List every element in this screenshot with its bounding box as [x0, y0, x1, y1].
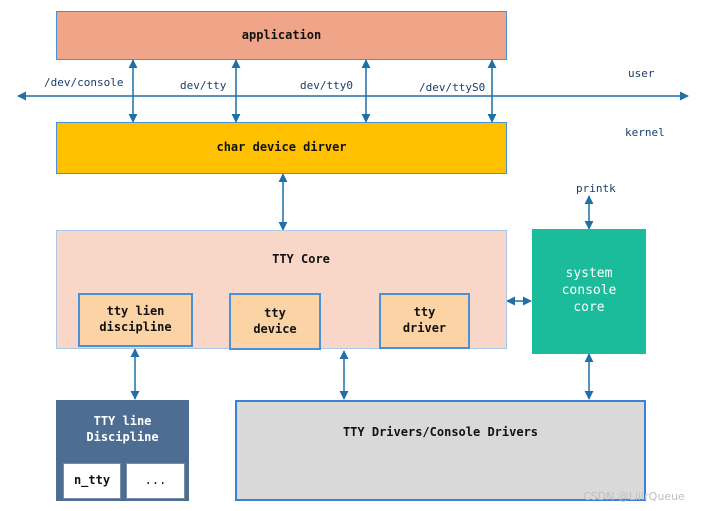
n-tty-box: n_tty	[63, 463, 121, 499]
dev-ttys0-label: /dev/ttyS0	[419, 81, 486, 94]
application-box: application	[56, 11, 507, 60]
tty-driver-box: tty driver	[379, 293, 470, 349]
dev-tty0-label: dev/tty0	[300, 79, 353, 92]
dev-console-label: /dev/console	[44, 76, 124, 89]
tty-core-title: TTY Core	[272, 252, 330, 267]
system-console-core-box: system console core	[532, 229, 646, 354]
more-disciplines-box: ...	[126, 463, 185, 499]
dev-tty-label: dev/tty	[180, 79, 227, 92]
tty-device-box: tty device	[229, 293, 321, 350]
tty-line-discipline-title: TTY line Discipline	[86, 414, 159, 444]
watermark: CSDN @LiiirQueue	[583, 490, 685, 503]
user-label: user	[628, 67, 655, 80]
kernel-label: kernel	[625, 126, 665, 139]
char-device-driver-label: char device dirver	[216, 140, 347, 155]
tty-drivers-console-drivers-box: TTY Drivers/Console Drivers	[235, 400, 646, 501]
printk-label: printk	[576, 182, 616, 195]
char-device-driver-box: char device dirver	[56, 122, 507, 174]
tty-lien-discipline-box: tty lien discipline	[78, 293, 193, 347]
application-label: application	[241, 27, 322, 42]
